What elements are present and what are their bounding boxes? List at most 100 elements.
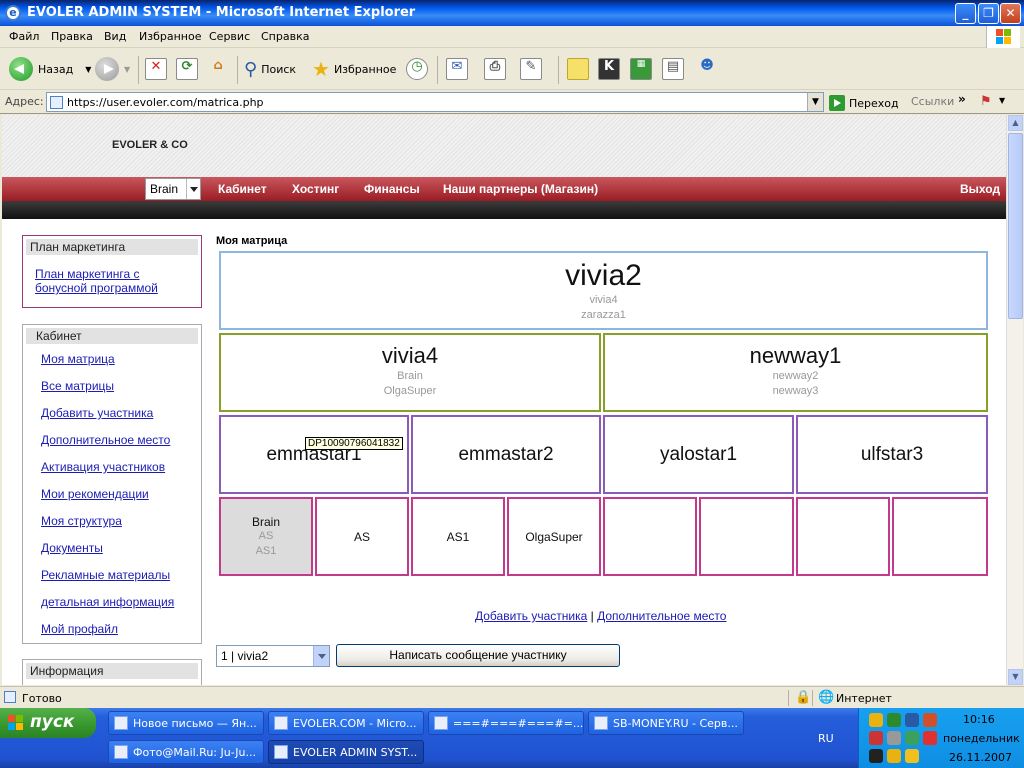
taskbar-item[interactable]: Новое письмо — Ян... xyxy=(108,711,264,735)
taskbar-item-active[interactable]: EVOLER ADMIN SYST... xyxy=(268,740,424,764)
node-sub: vivia4 xyxy=(589,294,618,306)
tray-icon[interactable] xyxy=(905,749,919,763)
matrix-node-level3[interactable]: ulfstar3 xyxy=(796,415,988,494)
sidebar-link-my-matrix[interactable]: Моя матрица xyxy=(41,352,115,366)
nav-finance[interactable]: Финансы xyxy=(364,182,420,196)
sidebar-link-structure[interactable]: Моя структура xyxy=(41,514,122,528)
send-message-button[interactable]: Написать сообщение участнику xyxy=(336,644,620,667)
close-button[interactable]: ✕ xyxy=(1000,3,1021,24)
tray-icon[interactable] xyxy=(923,731,937,745)
matrix-node-level4[interactable]: AS1 xyxy=(411,497,505,576)
mail-button[interactable]: ✉ xyxy=(446,58,468,80)
tray-icon[interactable] xyxy=(887,713,901,727)
chevron-down-icon xyxy=(186,179,200,199)
tray-icon[interactable] xyxy=(905,713,919,727)
taskbar-item[interactable]: ===#===#===#=... xyxy=(428,711,584,735)
tray-icon[interactable] xyxy=(887,749,901,763)
addon-icon[interactable]: ⚑ xyxy=(980,94,992,109)
node-sub: newway3 xyxy=(772,385,819,397)
menu-favorites[interactable]: Избранное xyxy=(139,30,202,43)
matrix-node-level4[interactable]: Brain AS AS1 xyxy=(219,497,313,576)
node-name: vivia4 xyxy=(381,343,439,368)
nav-cabinet[interactable]: Кабинет xyxy=(218,182,267,196)
pro-icon[interactable]: ▦ xyxy=(630,58,652,80)
stop-button[interactable]: ✕ xyxy=(145,58,167,80)
menu-file[interactable]: Файл xyxy=(9,30,40,43)
matrix-node-level4[interactable]: OlgaSuper xyxy=(507,497,601,576)
extra-place-link[interactable]: Дополнительное место xyxy=(597,609,727,623)
maximize-button[interactable]: ❐ xyxy=(978,3,999,24)
nav-hosting[interactable]: Хостинг xyxy=(292,182,340,196)
matrix-node-level4[interactable]: AS xyxy=(315,497,409,576)
recipient-select[interactable]: 1 | vivia2 xyxy=(216,645,330,667)
matrix-node-level2[interactable]: vivia4 Brain OlgaSuper xyxy=(219,333,601,412)
menu-help[interactable]: Справка xyxy=(261,30,310,43)
sidebar-link-documents[interactable]: Документы xyxy=(41,541,103,555)
tray-icon[interactable] xyxy=(905,731,919,745)
address-input[interactable]: https://user.evoler.com/matrica.php ▼ xyxy=(46,92,824,112)
matrix-node-level2[interactable]: newway1 newway2 newway3 xyxy=(603,333,988,412)
scroll-up-icon[interactable]: ▲ xyxy=(1008,115,1023,131)
favorites-button[interactable]: ★ Избранное xyxy=(312,56,396,82)
matrix-node-level4-empty[interactable] xyxy=(699,497,794,576)
home-button[interactable]: ⌂ xyxy=(213,58,223,73)
add-member-link[interactable]: Добавить участника xyxy=(475,609,588,623)
k-icon[interactable]: K xyxy=(598,58,620,80)
sidebar-link-profile[interactable]: Мой профайл xyxy=(41,622,118,636)
scroll-down-icon[interactable]: ▼ xyxy=(1008,669,1023,685)
taskbar-item[interactable]: Фото@Mail.Ru: Ju-Ju... xyxy=(108,740,264,764)
chevron-right-icon[interactable]: » xyxy=(958,92,966,106)
info-panel-title: Информация xyxy=(26,663,198,679)
nav-partners[interactable]: Наши партнеры (Магазин) xyxy=(443,182,599,196)
print-button[interactable]: ⎙ xyxy=(484,58,506,80)
tray-icon[interactable] xyxy=(869,713,883,727)
tray-icon[interactable] xyxy=(869,749,883,763)
note-icon[interactable] xyxy=(567,58,589,80)
go-button[interactable]: Переход xyxy=(829,95,899,111)
matrix-node-level3[interactable]: yalostar1 xyxy=(603,415,794,494)
tray-icon[interactable] xyxy=(869,731,883,745)
sidebar-link-details[interactable]: детальная информация xyxy=(41,595,175,609)
links-button[interactable]: Ссылки xyxy=(911,95,955,108)
forward-button[interactable]: ▼ xyxy=(95,56,130,82)
back-button[interactable]: Назад ▼ xyxy=(9,56,91,82)
chevron-down-icon[interactable]: ▼ xyxy=(807,93,823,111)
chevron-down-icon[interactable]: ▼ xyxy=(999,96,1006,105)
matrix-node-level3[interactable]: emmastar2 xyxy=(411,415,601,494)
matrix-node-level3[interactable]: emmastar1 xyxy=(219,415,409,494)
tray-icon[interactable] xyxy=(887,731,901,745)
messenger-icon[interactable]: ☻ xyxy=(700,58,714,73)
menu-tools[interactable]: Сервис xyxy=(209,30,251,43)
search-button[interactable]: ⚲ Поиск xyxy=(244,56,296,82)
divider xyxy=(437,56,438,84)
research-icon[interactable]: ▤ xyxy=(662,58,684,80)
user-select-value: Brain xyxy=(150,182,179,196)
vertical-scrollbar[interactable]: ▲ ▼ xyxy=(1006,115,1023,685)
sidebar-link-activation[interactable]: Активация участников xyxy=(41,460,166,474)
sidebar-link-all-matrices[interactable]: Все матрицы xyxy=(41,379,115,393)
matrix-node-level4-empty[interactable] xyxy=(796,497,890,576)
menu-view[interactable]: Вид xyxy=(104,30,127,43)
minimize-button[interactable]: _ xyxy=(955,3,976,24)
start-button[interactable]: пуск xyxy=(0,708,96,738)
matrix-node-level4-empty[interactable] xyxy=(603,497,697,576)
sidebar-link-add-member[interactable]: Добавить участника xyxy=(41,406,154,420)
sidebar-link-recommendations[interactable]: Мои рекомендации xyxy=(41,487,149,501)
scroll-thumb[interactable] xyxy=(1008,133,1023,319)
taskbar-item[interactable]: SB-MONEY.RU - Серв... xyxy=(588,711,744,735)
menu-edit[interactable]: Правка xyxy=(51,30,93,43)
taskbar-item[interactable]: EVOLER.COM - Micro... xyxy=(268,711,424,735)
cabinet-panel-title: Кабинет xyxy=(26,328,198,344)
language-indicator[interactable]: RU xyxy=(818,732,834,745)
tray-icon[interactable] xyxy=(923,713,937,727)
matrix-node-level1[interactable]: vivia2 vivia4 zarazza1 xyxy=(219,251,988,330)
edit-button[interactable]: ✎ xyxy=(520,58,542,80)
sidebar-link-ad-materials[interactable]: Рекламные материалы xyxy=(41,568,171,582)
user-select[interactable]: Brain xyxy=(145,178,201,200)
logout-link[interactable]: Выход xyxy=(960,182,1001,196)
matrix-node-level4-empty[interactable] xyxy=(892,497,988,576)
refresh-button[interactable]: ⟳ xyxy=(176,58,198,80)
history-button[interactable]: ◷ xyxy=(406,58,428,80)
sidebar-link-extra-place[interactable]: Дополнительное место xyxy=(41,433,171,447)
marketing-plan-link[interactable]: План маркетинга с бонусной программой xyxy=(35,267,158,295)
